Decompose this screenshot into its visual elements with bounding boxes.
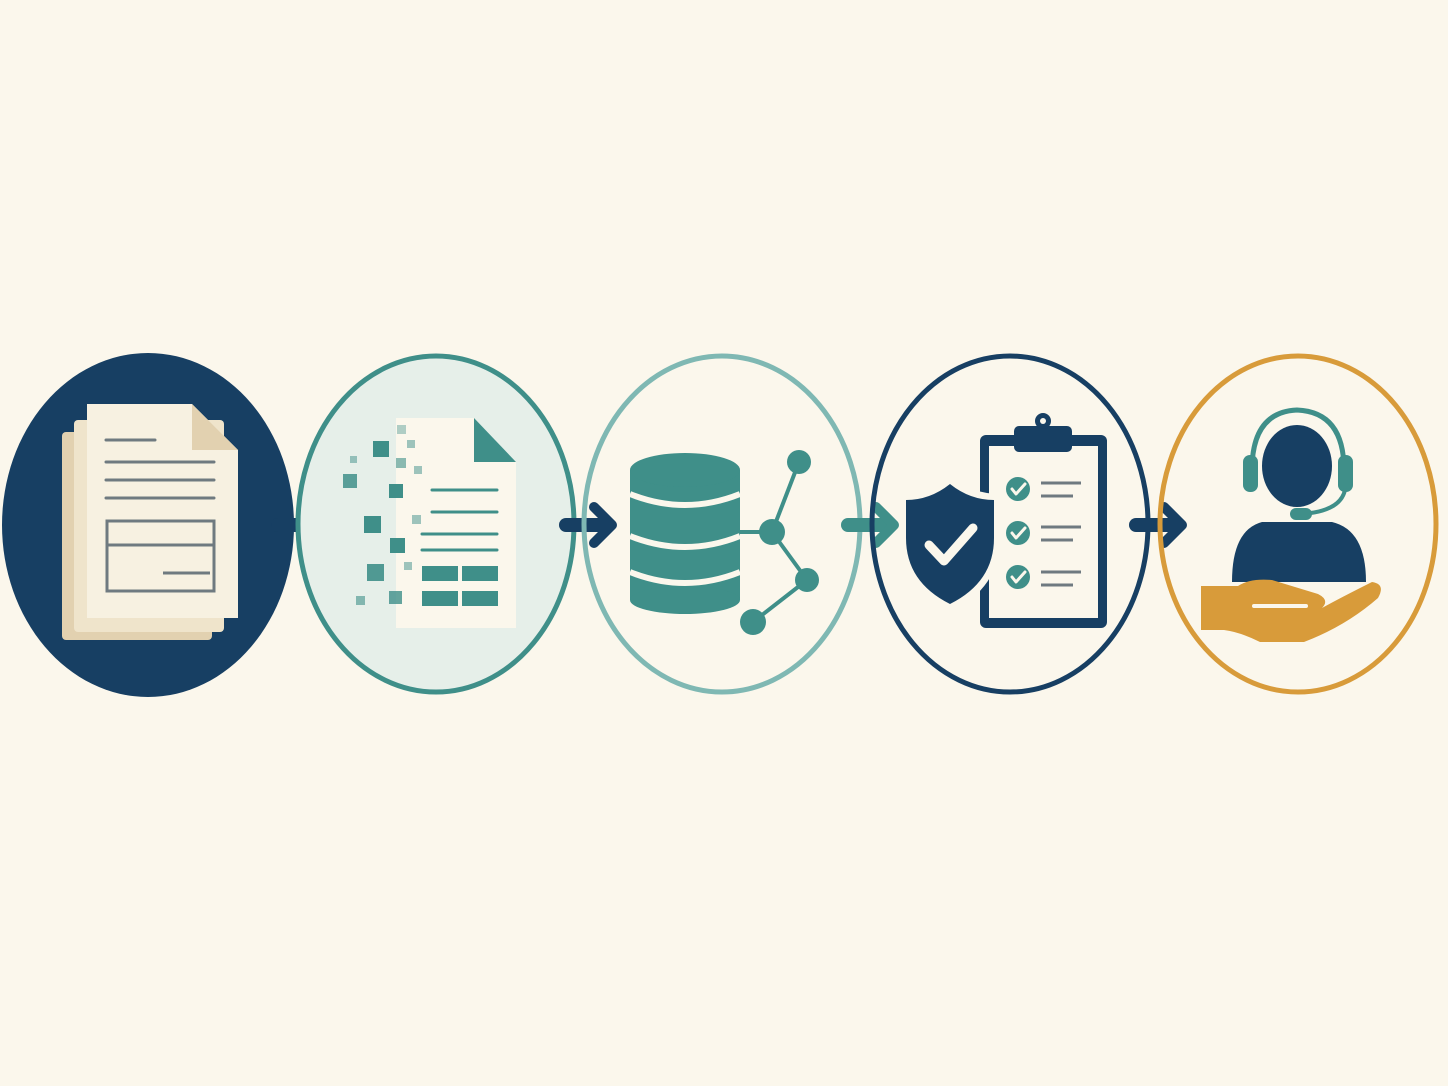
- stage-2-digitization: [295, 353, 577, 695]
- arrow-right-icon: [841, 502, 899, 548]
- verified-checklist-icon: [900, 413, 1107, 628]
- check-item-3: [1006, 565, 1081, 589]
- stage-5-circle: [1157, 353, 1439, 695]
- shield-icon: [900, 476, 1000, 612]
- arrow-right-icon: [1129, 502, 1187, 548]
- pixel-fragments: [343, 425, 422, 605]
- connector-arrow-4: [1129, 502, 1187, 548]
- stage-3-data-storage: [581, 353, 863, 695]
- stage-4-verification: [869, 353, 1151, 695]
- database-network-icon: [628, 450, 819, 635]
- customer-support-agent-icon: [1201, 407, 1381, 642]
- open-hand-icon: [1201, 579, 1381, 642]
- connector-arrow-3: [841, 502, 899, 548]
- stacked-documents-icon: [62, 404, 238, 640]
- check-item-2: [1006, 521, 1081, 545]
- digitized-document-icon: [343, 418, 516, 628]
- check-item-1: [1006, 477, 1081, 501]
- stage-5-customer-service: [1157, 353, 1439, 695]
- stage-1-documents: [2, 353, 294, 697]
